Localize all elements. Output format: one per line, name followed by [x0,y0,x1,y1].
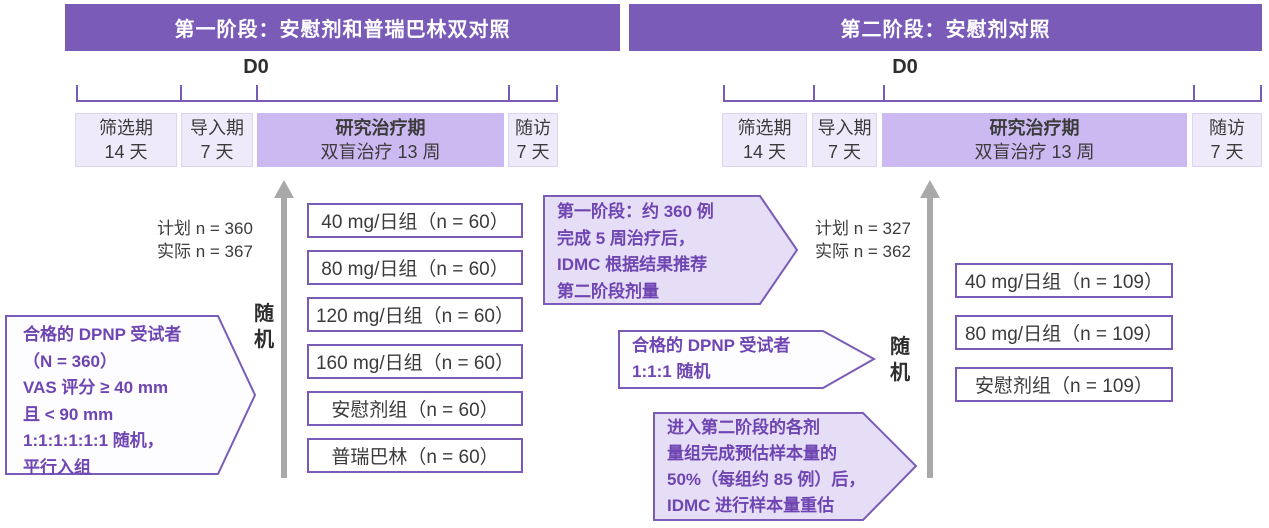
phase2-idmc-callout-shape [653,412,918,521]
callout-line: IDMC 进行样本量重估 [667,496,835,515]
phase2-randomization-arrow-shaft [927,197,933,478]
period-duration: 7 天 [1210,142,1244,162]
phase1-eligibility-callout: 合格的 DPNP 受试者 （N = 360） VAS 评分 ≥ 40 mm 且 … [23,322,181,481]
callout-line: 第一阶段：约 360 例 [557,202,714,221]
phase1-group-80mg: 80 mg/日组（n = 60） [307,250,523,285]
period-title: 筛选期 [99,118,153,138]
callout-line: 合格的 DPNP 受试者 [23,325,182,344]
phase2-eligibility-callout: 合格的 DPNP 受试者 1:1:1 随机 [632,333,790,385]
bracket-tick [180,85,182,102]
phase1-idmc-callout: 第一阶段：约 360 例 完成 5 周治疗后， IDMC 根据结果推荐 第二阶段… [557,199,714,305]
callout-line: 50%（每组约 85 例）后， [667,470,866,489]
bracket-tick [508,85,510,102]
bracket-line [723,100,1262,102]
phase1-group-160mg: 160 mg/日组（n = 60） [307,344,523,379]
callout-line: 进入第二阶段的各剂 [667,418,820,437]
phase1-randomization-arrow-icon [274,180,294,198]
phase2-period-followup: 随访 7 天 [1192,113,1262,167]
phase2-header: 第二阶段：安慰剂对照 [629,4,1262,51]
phase2-randomization-arrow-icon [920,180,940,198]
period-title: 研究治疗期 [335,118,426,138]
callout-line: IDMC 根据结果推荐 [557,255,708,274]
period-duration: 双盲治疗 13 周 [320,142,441,162]
phase1-random-label: 随机 [254,303,274,351]
callout-line: 且 < 90 mm [23,404,114,424]
bracket-tick [256,85,258,102]
phase1-period-followup: 随访 7 天 [508,113,558,167]
phase2-group-40mg: 40 mg/日组（n = 109） [955,263,1173,298]
callout-line: VAS 评分 ≥ 40 mm [23,378,169,397]
period-duration: 双盲治疗 13 周 [974,142,1095,162]
bracket-tick [1193,85,1195,102]
bracket-tick [556,85,558,102]
callout-line: 1:1:1:1:1:1 随机， [23,431,164,450]
period-duration: 14 天 [742,142,787,162]
phase2-group-80mg: 80 mg/日组（n = 109） [955,315,1173,350]
phase2-sample-size: 计划 n = 327 实际 n = 362 [815,217,911,263]
phase2-period-screening: 筛选期 14 天 [722,113,807,167]
bracket-line [76,100,558,102]
phase1-group-pregabalin: 普瑞巴林（n = 60） [307,438,523,473]
phase1-d0-label: D0 [243,56,269,78]
phase1-period-treatment: 研究治疗期 双盲治疗 13 周 [257,113,504,167]
bracket-tick [1260,85,1262,102]
period-duration: 7 天 [516,142,550,162]
phase1-group-40mg: 40 mg/日组（n = 60） [307,203,523,238]
callout-line: 第二阶段剂量 [557,281,659,301]
phase2-period-runin: 导入期 7 天 [812,113,877,167]
phase2-group-placebo: 安慰剂组（n = 109） [955,367,1173,402]
phase2-idmc-callout: 进入第二阶段的各剂 量组完成预估样本量的 50%（每组约 85 例）后， IDM… [667,415,865,519]
phase1-group-placebo: 安慰剂组（n = 60） [307,391,523,426]
phase1-group-120mg: 120 mg/日组（n = 60） [307,297,523,332]
period-title: 研究治疗期 [989,118,1080,138]
bracket-tick [813,85,815,102]
period-title: 筛选期 [737,118,792,138]
planned-n: 计划 n = 327 [815,219,911,238]
phase1-period-screening: 筛选期 14 天 [75,113,177,167]
phase2-period-treatment: 研究治疗期 双盲治疗 13 周 [882,113,1187,167]
period-title: 导入期 [190,118,244,138]
period-title: 随访 [515,118,551,138]
callout-line: 量组完成预估样本量的 [667,444,837,463]
bracket-tick [76,85,78,102]
phase2-eligibility-callout-shape [618,330,877,389]
bracket-tick [723,85,725,102]
callout-line: 1:1:1 随机 [632,362,711,381]
phase1-sample-size: 计划 n = 360 实际 n = 367 [157,217,253,263]
phase1-randomization-arrow-shaft [281,197,287,478]
callout-line: 完成 5 周治疗后， [557,228,695,248]
callout-line: 平行入组 [23,457,91,477]
phase1-eligibility-callout-shape [5,315,257,475]
period-duration: 7 天 [827,142,861,162]
period-title: 随访 [1209,118,1245,138]
actual-n: 实际 n = 367 [157,242,253,261]
phase2-d0-label: D0 [892,56,918,78]
phase1-period-runin: 导入期 7 天 [181,113,253,167]
period-duration: 14 天 [104,142,148,162]
planned-n: 计划 n = 360 [157,219,253,238]
actual-n: 实际 n = 362 [815,242,911,261]
callout-line: 合格的 DPNP 受试者 [632,336,791,355]
bracket-tick [883,85,885,102]
period-duration: 7 天 [200,142,234,162]
phase2-random-label: 随机 [890,336,910,384]
phase1-idmc-callout-shape [543,195,799,305]
phase1-timeline-bracket [76,85,558,102]
callout-line: （N = 360） [23,351,118,371]
phase2-timeline-bracket [723,85,1262,102]
phase1-header: 第一阶段：安慰剂和普瑞巴林双对照 [65,4,620,51]
period-title: 导入期 [817,118,872,138]
